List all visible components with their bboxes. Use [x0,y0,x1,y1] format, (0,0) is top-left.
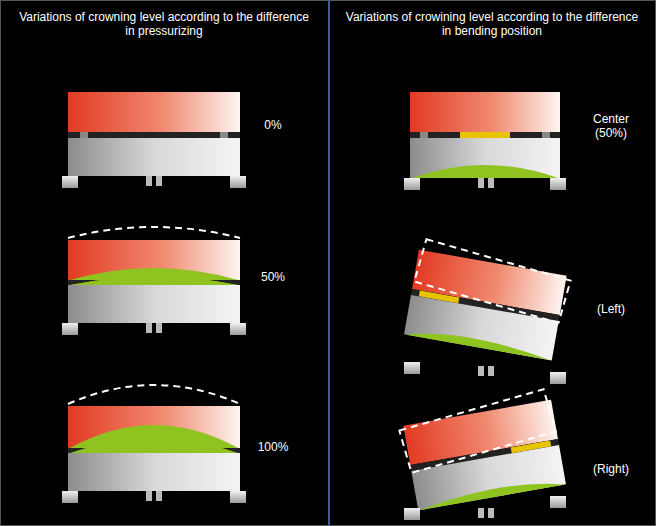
panel-heading: Variations of crowining level according … [342,10,642,38]
position-label: Center (50%) [578,112,644,140]
position-label: (Right) [578,462,644,476]
level-label: 0% [248,118,298,132]
level-label: 100% [248,440,298,454]
position-label: (Left) [578,302,644,316]
panel-heading: Variations of crowning level according t… [14,10,314,38]
level-label: 50% [248,270,298,284]
